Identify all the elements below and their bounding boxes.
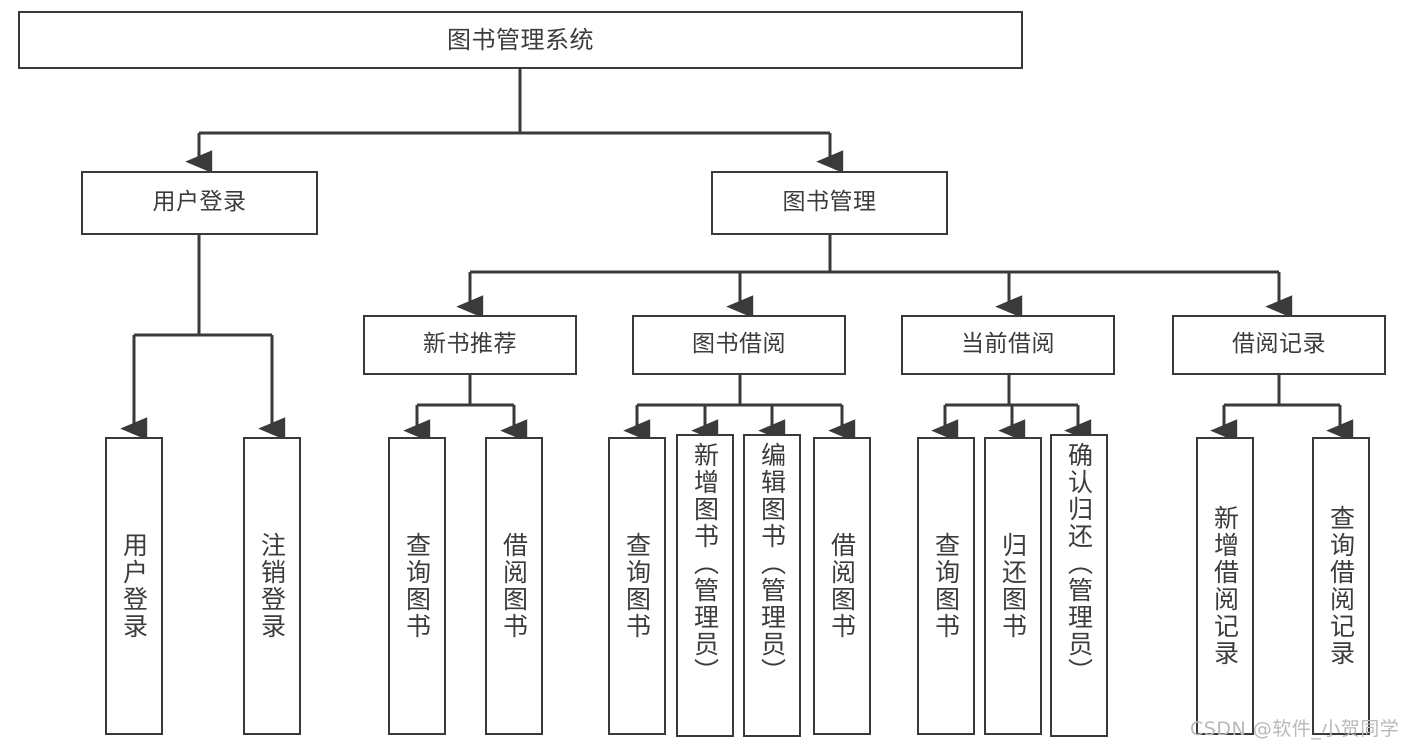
leaf-query-book-recommend[interactable]: 查询图书: [388, 437, 446, 735]
node-current-borrow[interactable]: 当前借阅: [901, 315, 1115, 375]
leaf-query-borrow-record[interactable]: 查询借阅记录: [1312, 437, 1370, 735]
node-label: 查询图书: [622, 532, 652, 640]
leaf-user-login[interactable]: 用户登录: [105, 437, 163, 735]
node-label: 借阅图书: [827, 532, 857, 640]
leaf-edit-book-admin[interactable]: 编辑图书（管理员）: [743, 434, 801, 737]
csdn-watermark: CSDN @软件_小贺同学: [1190, 714, 1399, 741]
node-label: 用户登录: [152, 189, 247, 216]
node-book-borrow[interactable]: 图书借阅: [632, 315, 846, 375]
node-label: 当前借阅: [961, 331, 1055, 358]
node-label: 图书管理: [782, 189, 877, 216]
leaf-return-book[interactable]: 归还图书: [984, 437, 1042, 735]
node-label: 归还图书: [998, 532, 1028, 640]
watermark-text: CSDN @软件_小贺同学: [1190, 718, 1400, 740]
node-user-login[interactable]: 用户登录: [81, 171, 318, 235]
leaf-borrow-book-recommend[interactable]: 借阅图书: [485, 437, 543, 735]
node-label: 图书借阅: [692, 331, 786, 358]
leaf-user-logout[interactable]: 注销登录: [243, 437, 301, 735]
node-root-book-management-system[interactable]: 图书管理系统: [18, 11, 1023, 69]
node-borrow-record[interactable]: 借阅记录: [1172, 315, 1386, 375]
node-label: 新增图书（管理员）: [690, 442, 720, 685]
leaf-add-borrow-record[interactable]: 新增借阅记录: [1196, 437, 1254, 735]
leaf-borrow-book[interactable]: 借阅图书: [813, 437, 871, 735]
node-label: 查询图书: [402, 532, 432, 640]
leaf-query-book-borrow[interactable]: 查询图书: [608, 437, 666, 735]
node-label: 编辑图书（管理员）: [757, 442, 787, 685]
leaf-query-book-current[interactable]: 查询图书: [917, 437, 975, 735]
leaf-add-book-admin[interactable]: 新增图书（管理员）: [676, 434, 734, 737]
node-label: 新书推荐: [423, 331, 517, 358]
node-label: 图书管理系统: [447, 25, 594, 54]
node-label: 查询借阅记录: [1326, 505, 1356, 667]
node-label: 借阅图书: [499, 532, 529, 640]
node-label: 用户登录: [119, 532, 149, 640]
node-label: 查询图书: [931, 532, 961, 640]
leaf-confirm-return-admin[interactable]: 确认归还（管理员）: [1050, 434, 1108, 737]
node-label: 借阅记录: [1232, 331, 1326, 358]
node-new-book-recommend[interactable]: 新书推荐: [363, 315, 577, 375]
node-book-management[interactable]: 图书管理: [711, 171, 948, 235]
node-label: 确认归还（管理员）: [1064, 442, 1094, 685]
node-label: 新增借阅记录: [1210, 505, 1240, 667]
node-label: 注销登录: [257, 532, 287, 640]
